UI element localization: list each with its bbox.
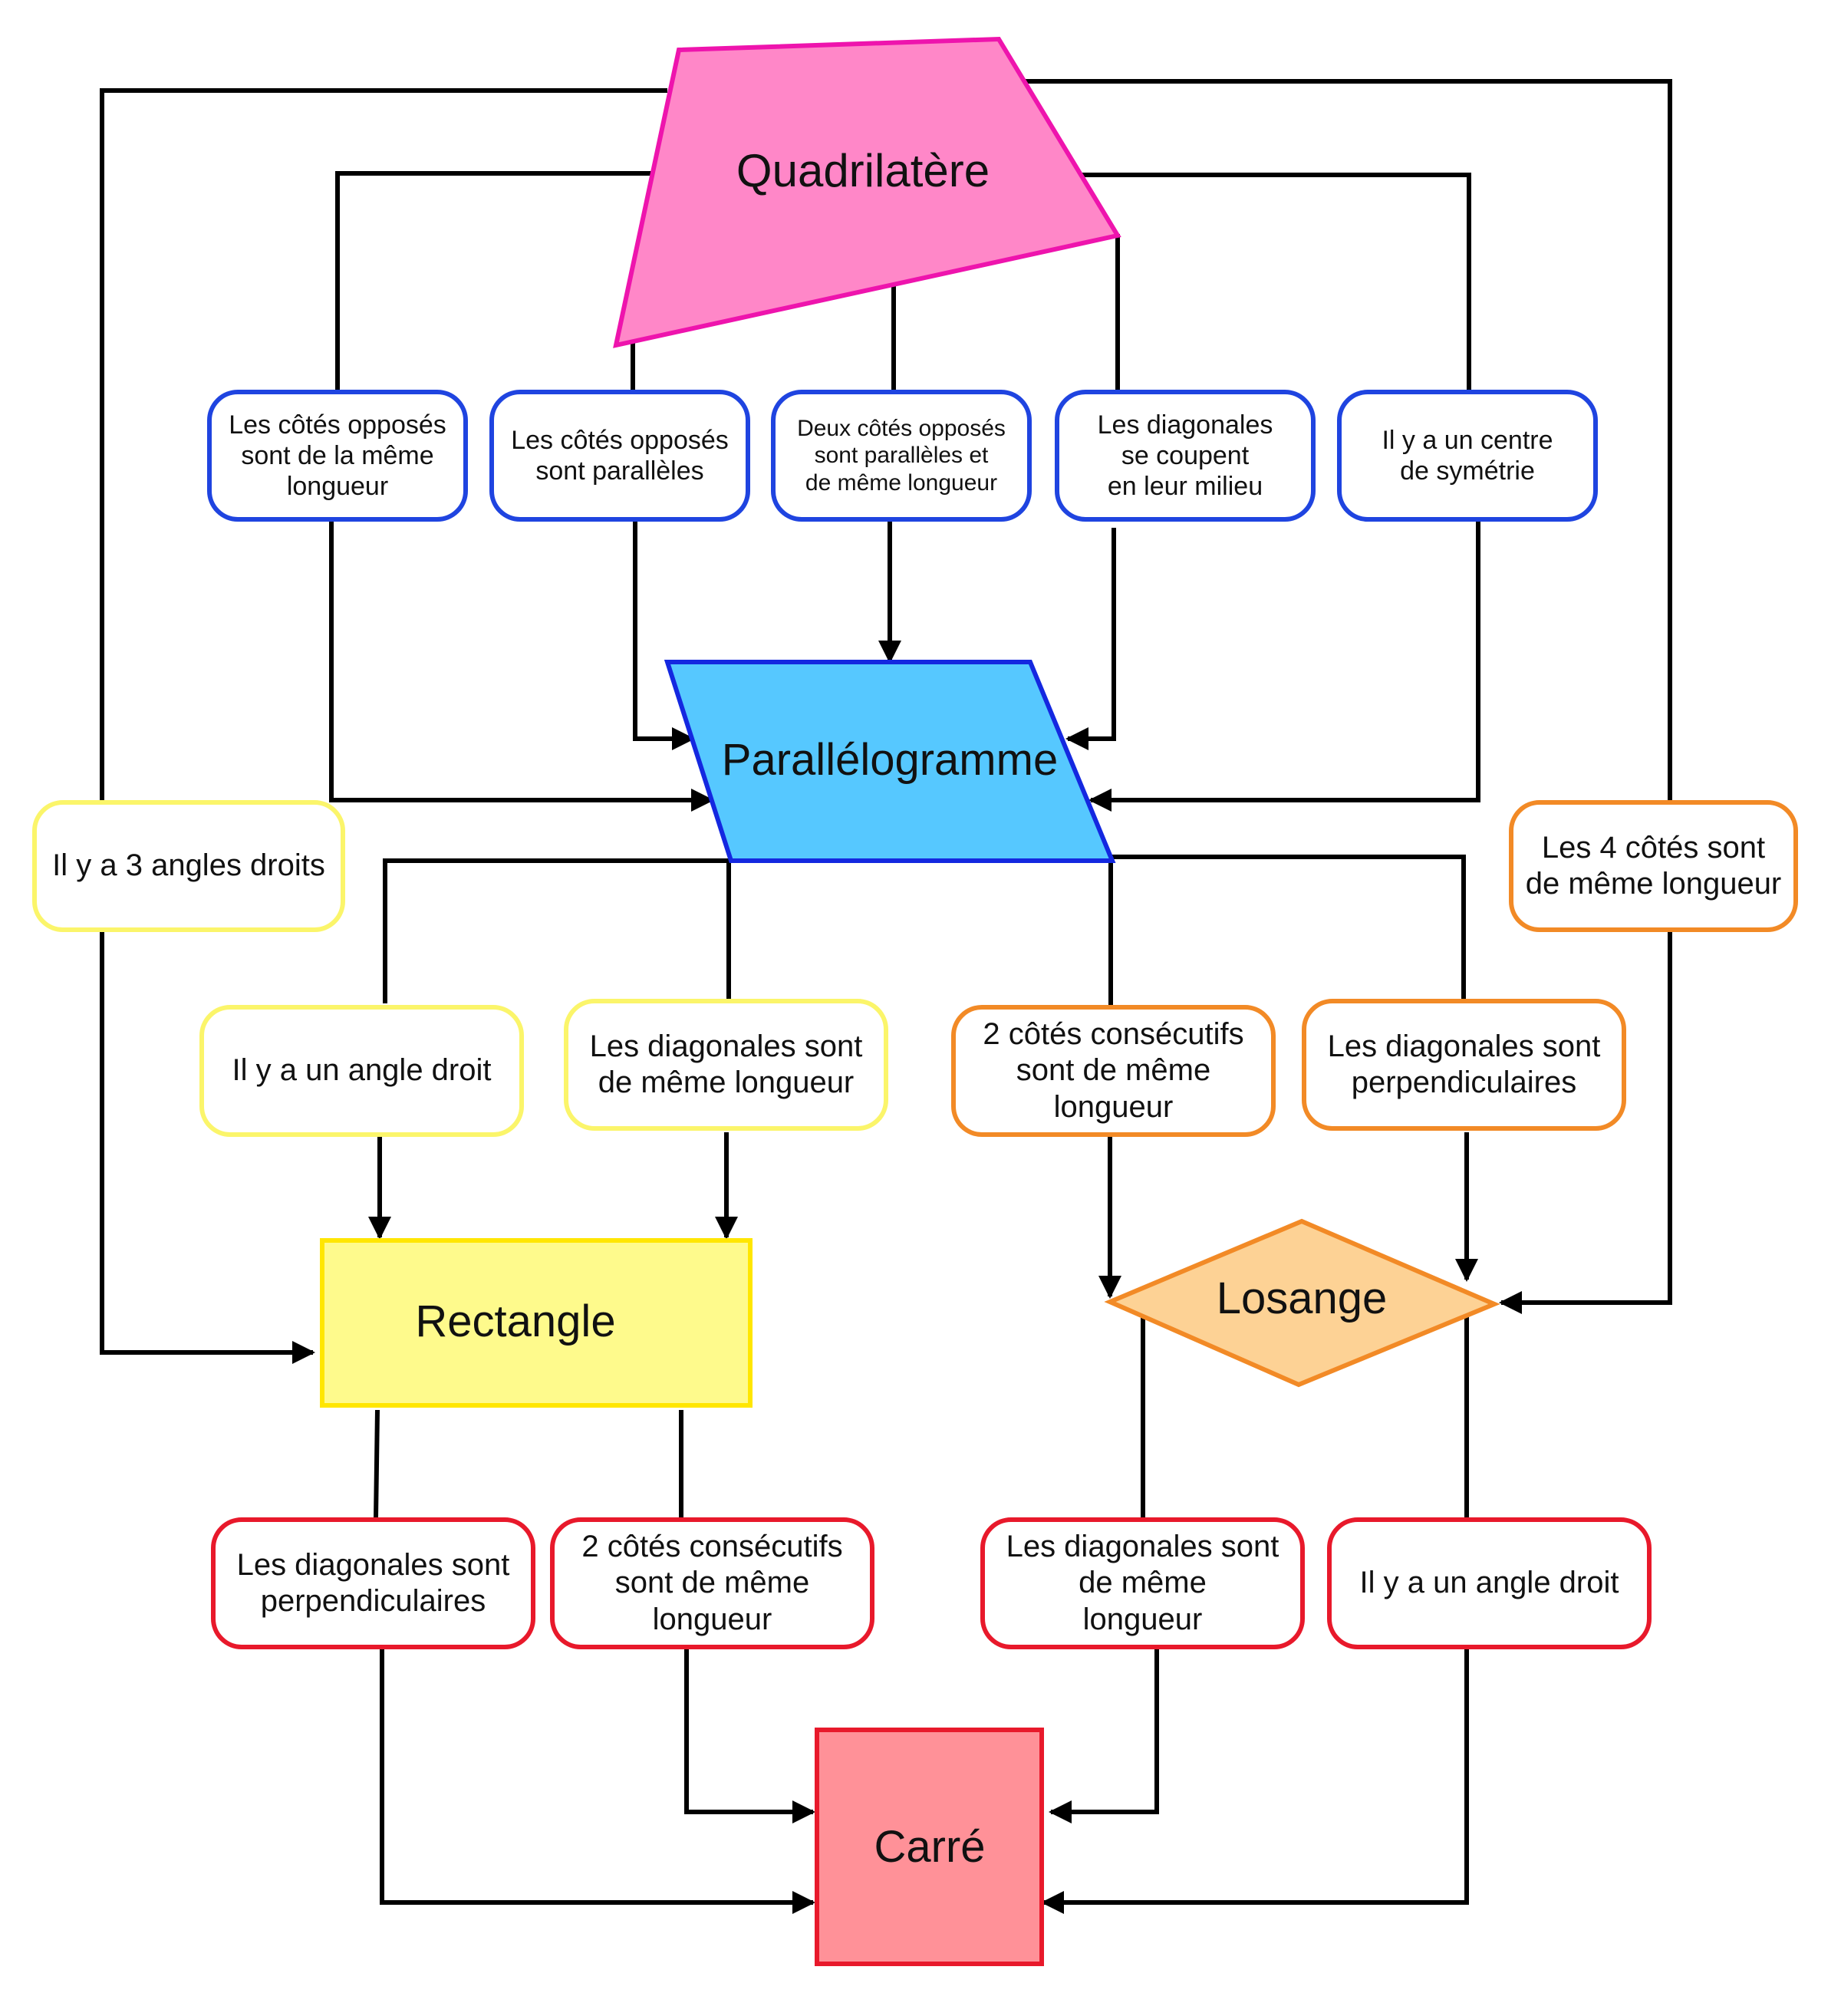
cond-cotes-consecutifs-carre: 2 côtés consécutifs sont de même longueu…	[550, 1517, 874, 1649]
connector-cond-perp-to-c	[380, 1649, 815, 1914]
cond-un-angle-droit-carre: Il y a un angle droit	[1327, 1517, 1652, 1649]
connector-cond1-to-p	[329, 522, 714, 812]
cond-cotes-opposes-paralleles: Les côtés opposés sont parallèles	[489, 390, 750, 522]
carre-node: Carré	[815, 1728, 1044, 1966]
rectangle-shape	[320, 1238, 753, 1408]
parallelogramme-label: Parallélogramme	[722, 735, 1058, 785]
losange-shape	[1104, 1218, 1500, 1388]
parallelogramme-shape	[664, 660, 1116, 863]
rectangle-label: Rectangle	[415, 1296, 615, 1346]
losange-label: Losange	[1217, 1273, 1388, 1323]
connector-p-to-cond-angle	[383, 858, 729, 1003]
connector-q-to-rectangle	[100, 88, 667, 1364]
connector-cond4-to-p	[1065, 528, 1116, 750]
cond-diagonales-meme-milieu: Les diagonales se coupent en leur milieu	[1055, 390, 1316, 522]
cond-centre-symetrie: Il y a un centre de symétrie	[1337, 390, 1598, 522]
carre-shape	[815, 1728, 1044, 1966]
cond-diagonales-perpendiculaires-carre: Les diagonales sont perpendiculaires	[211, 1517, 535, 1649]
connector-r-to-cond-perp	[374, 1409, 380, 1520]
cond-cotes-consecutifs-losange: 2 côtés consécutifs sont de même longueu…	[951, 1005, 1276, 1137]
quadrilatere-node: Quadrilatère	[613, 36, 1121, 348]
connector-cond5-to-p	[1088, 522, 1480, 812]
quadrilatere-label: Quadrilatère	[736, 145, 990, 196]
cond-un-angle-droit-rectangle: Il y a un angle droit	[199, 1005, 524, 1137]
connector-cond-angle-to-c	[1041, 1649, 1469, 1914]
cond-quatre-cotes-meme-longueur: Les 4 côtés sont de même longueur	[1509, 800, 1798, 932]
quadrilatere-shape	[613, 36, 1121, 348]
connectors	[100, 79, 1672, 1914]
rectangle-node: Rectangle	[320, 1238, 753, 1408]
cond-deux-cotes-paralleles-meme-longueur: Deux côtés opposés sont parallèles et de…	[771, 390, 1032, 522]
connector-cond-diag-to-c	[1049, 1649, 1159, 1823]
cond-diagonales-meme-longueur-rectangle: Les diagonales sont de même longueur	[564, 999, 888, 1131]
connector-cond2-to-p	[633, 522, 695, 750]
cond-diagonales-meme-longueur-carre: Les diagonales sont de même longueur	[980, 1517, 1305, 1649]
parallelogramme-node: Parallélogramme	[664, 660, 1116, 863]
cond-trois-angles-droits: Il y a 3 angles droits	[32, 800, 345, 932]
connector-q-to-losange	[1020, 79, 1672, 1314]
connector-q-to-cond5	[1078, 173, 1471, 390]
carre-label: Carré	[874, 1822, 985, 1872]
connector-q-to-cond1	[335, 171, 660, 390]
connector-cond-cotes-to-c	[684, 1649, 815, 1823]
connector-p-to-cond-perp-l	[1111, 855, 1466, 999]
cond-cotes-opposes-meme-longueur: Les côtés opposés sont de la même longue…	[207, 390, 468, 522]
cond-diagonales-perpendiculaires-losange: Les diagonales sont perpendiculaires	[1302, 999, 1626, 1131]
losange-node: Losange	[1104, 1218, 1500, 1388]
